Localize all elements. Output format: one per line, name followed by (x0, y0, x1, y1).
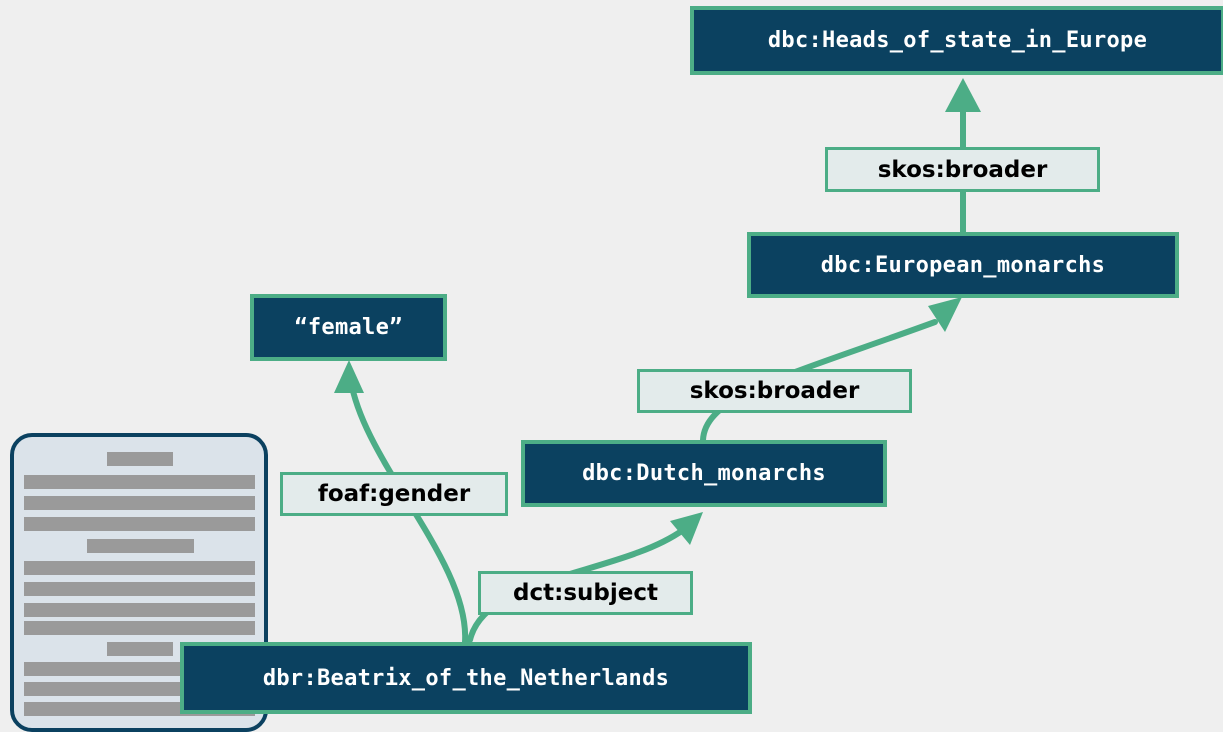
node-beatrix: dbr:Beatrix_of_the_Netherlands (180, 642, 752, 714)
arrowhead-dutch (670, 512, 703, 545)
arrowhead-female (334, 360, 364, 393)
arrowhead-heads (945, 78, 981, 112)
node-european-monarchs: dbc:European_monarchs (747, 232, 1179, 298)
node-female: “female” (250, 294, 447, 361)
edge-label-gender: foaf:gender (280, 472, 508, 516)
edge-label-broader-top: skos:broader (825, 147, 1100, 192)
edge-label-subject: dct:subject (478, 571, 693, 615)
node-dutch-monarchs: dbc:Dutch_monarchs (521, 440, 887, 507)
arrowhead-european (928, 297, 962, 332)
document-icon (10, 433, 268, 732)
edge-label-broader-mid: skos:broader (637, 369, 912, 413)
node-heads-of-state: dbc:Heads_of_state_in_Europe (690, 6, 1223, 75)
